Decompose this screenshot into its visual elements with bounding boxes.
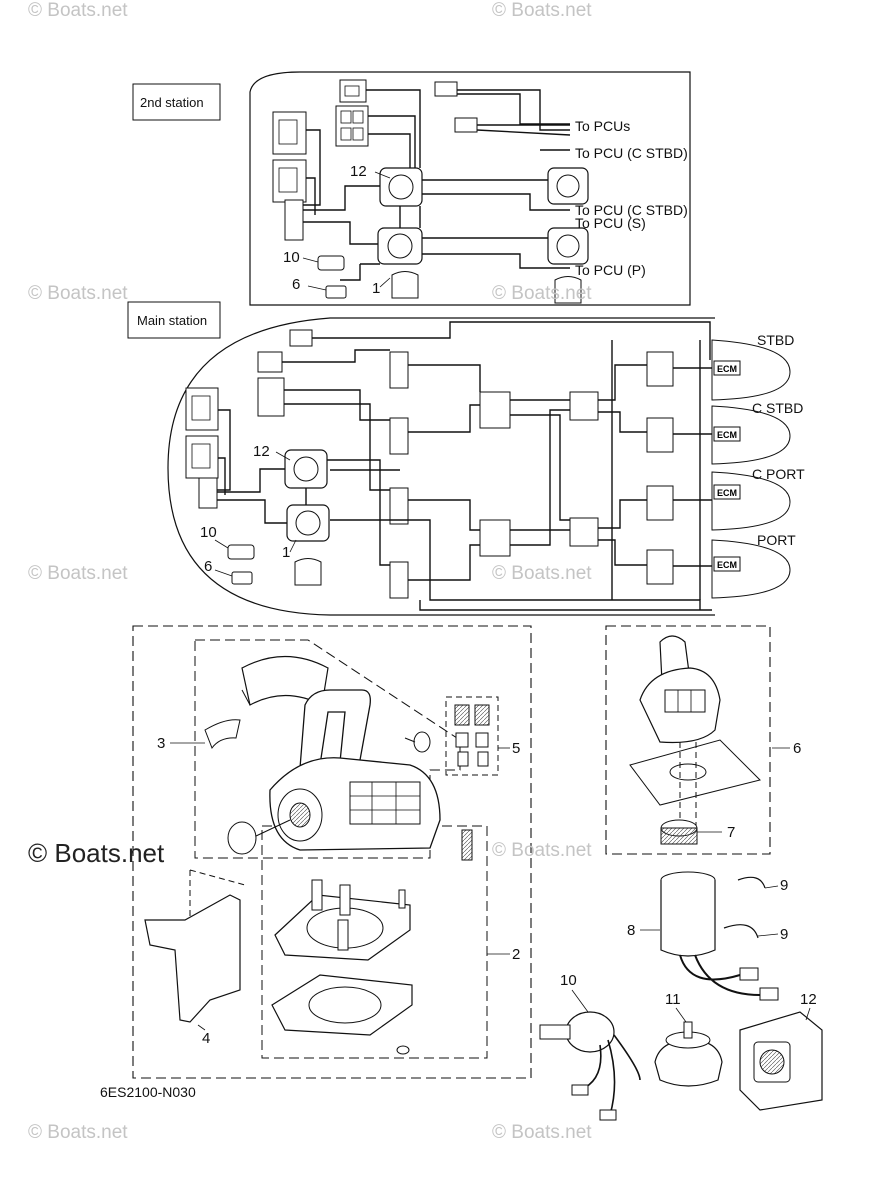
pcu-label-4: To PCU (S) [575, 215, 646, 231]
callout-7: 7 [727, 824, 735, 841]
callout-5: 5 [512, 740, 520, 757]
watermark-4: © Boats.net [492, 283, 592, 304]
engine-label-port: PORT [757, 532, 796, 548]
ecm-label-3: ECM [717, 488, 737, 498]
callout-11: 11 [665, 991, 681, 1008]
watermark-6: © Boats.net [492, 563, 592, 584]
ecm-label-4: ECM [717, 560, 737, 570]
callout-12-upper: 12 [350, 163, 367, 180]
callout-6-upper: 6 [292, 276, 300, 293]
callout-12-main: 12 [253, 443, 270, 460]
pcu-label-1: To PCUs [575, 118, 630, 134]
main-station-panel: Main station [127, 301, 805, 616]
diagram-code: 6ES2100-N030 [100, 1084, 196, 1100]
watermark-3: © Boats.net [28, 283, 128, 304]
callout-10: 10 [560, 972, 577, 989]
watermark-2: © Boats.net [492, 0, 592, 21]
watermark-7: © Boats.net [492, 840, 592, 861]
callout-1-upper: 1 [372, 280, 380, 297]
callout-12: 12 [800, 991, 817, 1008]
joystick-parts-view: 6 7 8 9 9 10 [539, 625, 823, 1121]
watermark-5: © Boats.net [28, 563, 128, 584]
callout-9b: 9 [780, 926, 788, 943]
callout-8: 8 [627, 922, 635, 939]
callout-10-upper: 10 [283, 249, 300, 266]
callout-6-main: 6 [204, 558, 212, 575]
watermark-1: © Boats.net [28, 0, 128, 21]
callout-6: 6 [793, 740, 801, 757]
pcu-label-2: To PCU (C STBD) [575, 145, 688, 161]
engine-label-c-port: C PORT [752, 466, 805, 482]
second-station-panel: 2nd station [132, 71, 691, 306]
pcu-label-3: To PCU (C STBD) [575, 202, 688, 218]
engine-label-stbd: STBD [757, 332, 794, 348]
watermark-main: © Boats.net [28, 838, 165, 868]
ecm-label-2: ECM [717, 430, 737, 440]
callout-2: 2 [512, 946, 520, 963]
watermark-8: © Boats.net [28, 1122, 128, 1143]
ecm-label-1: ECM [717, 364, 737, 374]
callout-1-main: 1 [282, 544, 290, 561]
callout-10-main: 10 [200, 524, 217, 541]
watermark-9: © Boats.net [492, 1122, 592, 1143]
pcu-label-5: To PCU (P) [575, 262, 646, 278]
callout-3: 3 [157, 735, 165, 752]
engine-label-c-stbd: C STBD [752, 400, 803, 416]
main-station-label: Main station [137, 313, 207, 328]
callout-4: 4 [202, 1030, 210, 1047]
second-station-label: 2nd station [140, 95, 204, 110]
callout-9a: 9 [780, 877, 788, 894]
control-box-exploded-view: 3 5 2 4 6ES2100-N030 [100, 625, 532, 1100]
